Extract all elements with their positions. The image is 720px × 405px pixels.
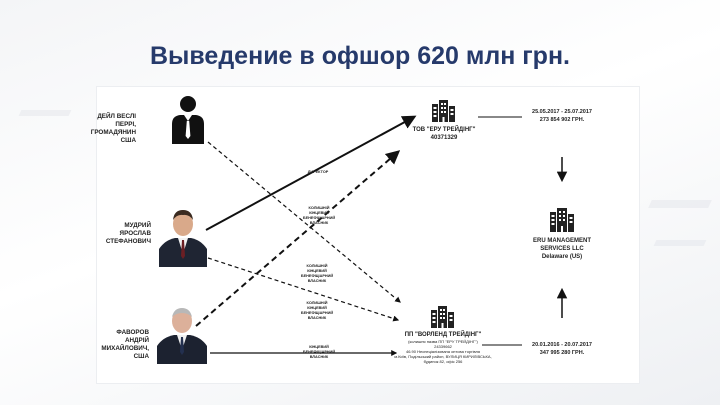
- company-world-trading-details: (колишня назва ПП "ЕРУ ТРЕЙДІНГ") 243396…: [394, 339, 492, 364]
- company-eru-trading-name: ТОВ "ЕРУ ТРЕЙДІНГ": [412, 127, 476, 133]
- company-eru-trading-code: 40371329: [430, 135, 458, 141]
- arrow-director: [205, 115, 417, 231]
- person-mudryi-name: МУДРИЙ ЯРОСЛАВ СТЕФАНОВИЧ: [105, 222, 151, 245]
- person-perry-name: ДЕЙЛ ВЕСЛІ ПЕРРІ, ГРОМАДЯНИН США: [90, 113, 136, 144]
- page-title: Выведение в офшор 620 млн грн.: [149, 42, 571, 70]
- person-photo-favorov: [157, 302, 207, 364]
- company-eru-management-name: ERU MANAGEMENT SERVICES LLC: [533, 238, 591, 252]
- transfer-top-period: 25.05.2017 - 25.07.2017: [532, 109, 592, 115]
- relation-label-former-beneficiary-1: КОЛИШНІЙ КІНЦЕВИЙ БЕНЕФІЦІАРНИЙ ВЛАСНИК: [302, 206, 336, 225]
- transfer-top-amount: 273 854 902 грн.: [539, 117, 585, 123]
- relation-label-director: ДИРЕКТОР: [307, 170, 329, 174]
- relation-label-former-beneficiary-3: КОЛИШНІЙ КІНЦЕВИЙ БЕНЕФІЦІАРНИЙ ВЛАСНИК: [300, 301, 334, 320]
- person-favorov-name: ФАВОРОВ АНДРІЙ МИХАЙЛОВИЧ, США: [101, 329, 149, 360]
- arrow-mudryi-world-trading: [207, 257, 400, 322]
- transfer-bottom-amount: 347 995 280 грн.: [539, 350, 585, 356]
- company-eru-management-location: Delaware (US): [541, 254, 583, 260]
- relation-label-beneficiary: КІНЦЕВИЙ БЕНЕФІЦІАРНИЙ ВЛАСНИК: [302, 345, 336, 359]
- relation-label-former-beneficiary-2: КОЛИШНІЙ КІНЦЕВИЙ БЕНЕФІЦІАРНИЙ ВЛАСНИК: [300, 264, 334, 283]
- arrow-favorov-eru-trading: [195, 150, 401, 327]
- company-world-trading-name: ПП "ВОРЛЕНД ТРЕЙДІНГ": [404, 332, 482, 338]
- person-photo-mudryi: [159, 204, 207, 267]
- transfer-bottom-period: 20.01.2016 - 20.07.2017: [532, 342, 592, 348]
